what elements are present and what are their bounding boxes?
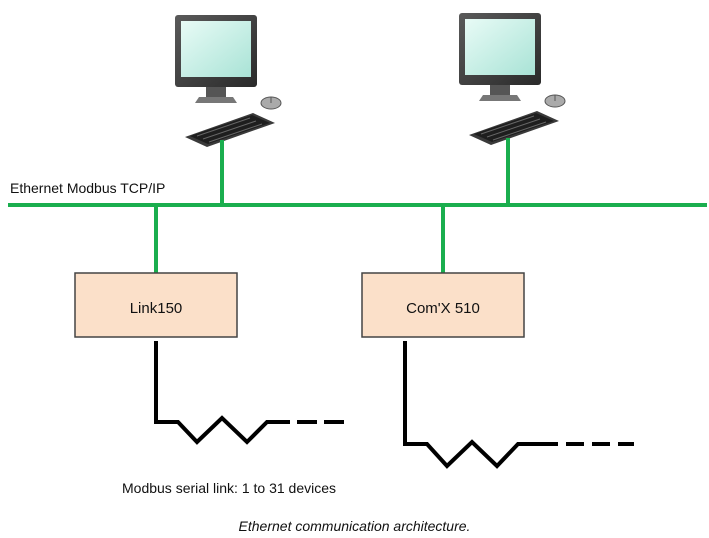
link150-box: [74, 272, 238, 338]
serial-link-label: Modbus serial link: 1 to 31 devices: [122, 480, 336, 496]
computer-icon: [174, 14, 282, 148]
link150-label: Link150: [129, 300, 183, 317]
ethernet-network-label: Ethernet Modbus TCP/IP: [10, 180, 166, 196]
serial-link-lines: [154, 341, 634, 469]
ethernet-network: [8, 138, 707, 273]
figure-caption: Ethernet communication architecture.: [238, 518, 471, 534]
comx510-box: [361, 272, 525, 338]
computer-icon: [458, 12, 566, 146]
comx510-label: Com'X 510: [406, 300, 480, 317]
